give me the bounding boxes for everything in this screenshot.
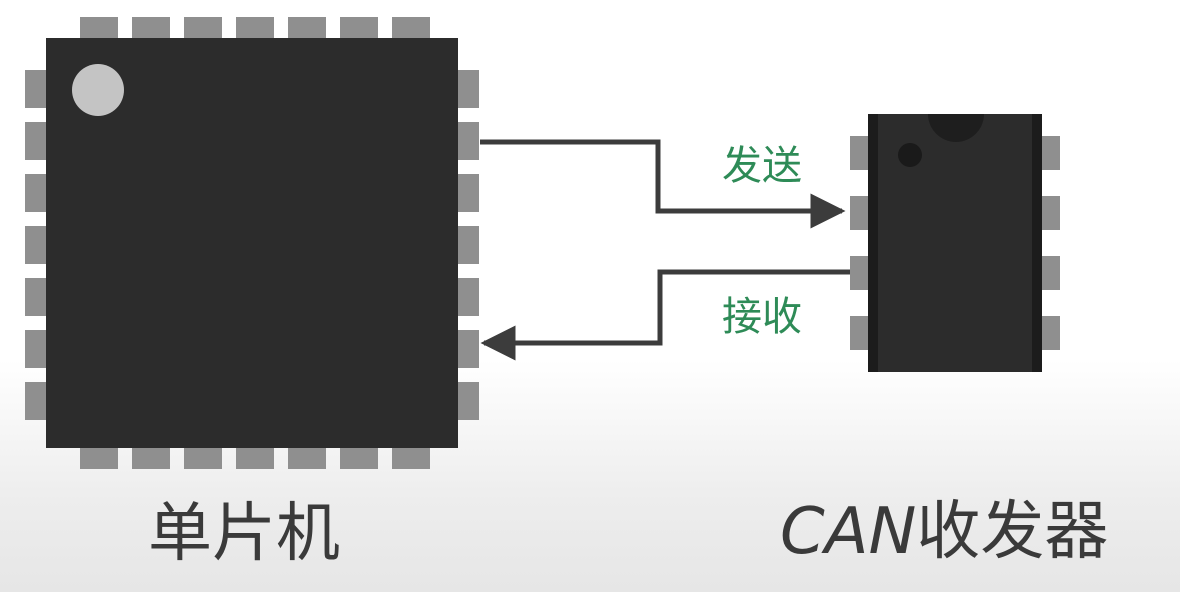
mcu-pin	[457, 122, 479, 160]
mcu-pin	[457, 70, 479, 108]
mcu-pin	[340, 447, 378, 469]
mcu-pin	[25, 330, 47, 368]
mcu-pins-right	[457, 70, 479, 420]
mcu-pin	[457, 278, 479, 316]
mcu-pin	[25, 382, 47, 420]
send-label: 发送	[722, 143, 802, 189]
mcu-pins-top	[80, 17, 430, 39]
mcu-pin	[236, 447, 274, 469]
can-pin	[1040, 316, 1060, 350]
can-chip-edge-right	[1032, 114, 1042, 372]
mcu-pin	[25, 174, 47, 212]
can-pins-right	[1040, 136, 1060, 350]
mcu-pin	[392, 447, 430, 469]
mcu-pin	[25, 70, 47, 108]
can-pin	[850, 256, 870, 290]
send-wire	[480, 139, 846, 229]
mcu-pin	[457, 382, 479, 420]
can-pins-left	[850, 136, 870, 350]
receive-label: 接收	[722, 294, 802, 340]
can-pin	[850, 316, 870, 350]
mcu-pin	[184, 17, 222, 39]
mcu-pin	[25, 278, 47, 316]
mcu-pin	[25, 226, 47, 264]
mcu-pin	[236, 17, 274, 39]
mcu-pin	[457, 226, 479, 264]
mcu-pin	[340, 17, 378, 39]
mcu-pin1-marker	[72, 64, 124, 116]
can-chip-edge-left	[868, 114, 878, 372]
can-pin	[1040, 136, 1060, 170]
transceiver-label-cjk: 收发器	[916, 495, 1109, 569]
mcu-pin	[184, 447, 222, 469]
can-chip-notch	[928, 114, 984, 142]
can-pin1-marker	[898, 143, 922, 167]
mcu-pin	[132, 447, 170, 469]
mcu-pin	[288, 17, 326, 39]
can-pin	[850, 196, 870, 230]
transceiver-label: CAN收发器	[780, 500, 1108, 564]
mcu-pin	[80, 447, 118, 469]
mcu-pin	[80, 17, 118, 39]
mcu-pins-left	[25, 70, 47, 420]
mcu-pins-bottom	[80, 447, 430, 469]
mcu-pin	[457, 330, 479, 368]
can-pin	[1040, 256, 1060, 290]
mcu-pin	[288, 447, 326, 469]
mcu-pin	[132, 17, 170, 39]
mcu-pin	[25, 122, 47, 160]
receive-wire	[480, 269, 850, 361]
mcu-label: 单片机	[148, 497, 340, 571]
mcu-pin	[392, 17, 430, 39]
can-pin	[850, 136, 870, 170]
can-chip-body	[868, 114, 1042, 372]
can-pin	[1040, 196, 1060, 230]
mcu-pin	[457, 174, 479, 212]
transceiver-label-latin: CAN	[780, 495, 917, 569]
